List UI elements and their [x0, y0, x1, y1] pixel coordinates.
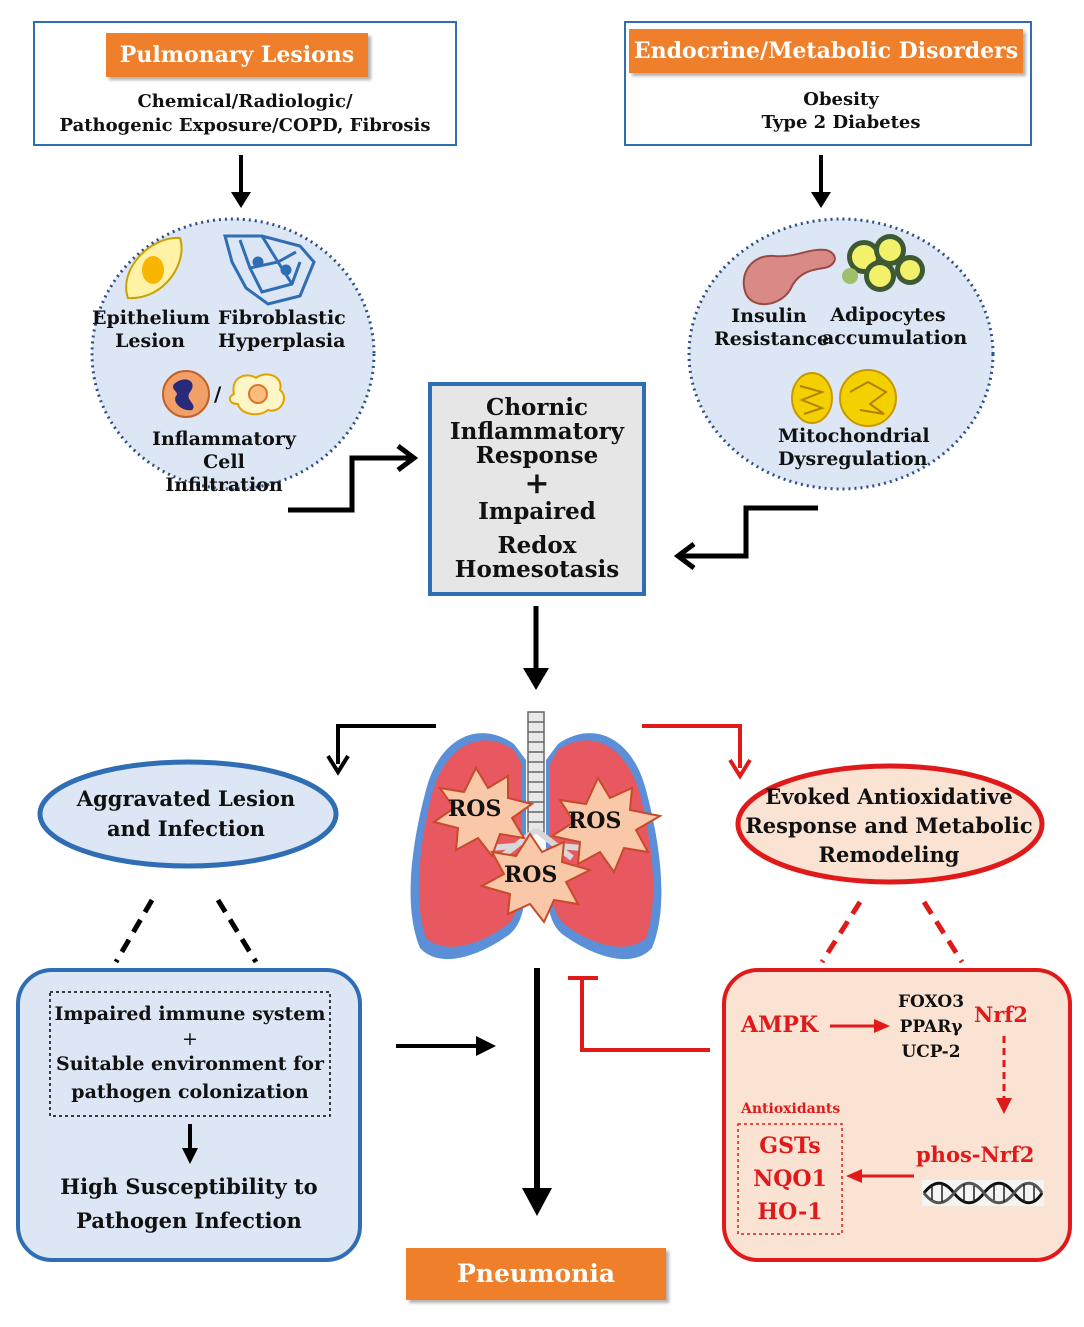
susceptibility-text: High Susceptibility to Pathogen Infectio…: [30, 1170, 348, 1238]
epithelium-label-1: Epithelium: [92, 307, 211, 329]
antioxidants-label: Antioxidants: [741, 1101, 841, 1117]
fibroblast-icon: [223, 234, 316, 306]
insulin-label-2: Resistance: [714, 328, 830, 350]
evoked-ellipse: [735, 763, 1045, 885]
nqo1-label: NQO1: [753, 1166, 827, 1192]
arrow-endocrine-down: [811, 155, 831, 208]
insulin-label-1: Insulin: [731, 305, 807, 327]
fibroblast-label-1: Fibroblastic: [218, 307, 346, 329]
center-line1: Chornic: [486, 394, 588, 421]
dna-helix-icon: [922, 1180, 1044, 1206]
endocrine-title: Endocrine/Metabolic Disorders: [629, 29, 1023, 73]
arrow-lung-to-pneumonia: [522, 968, 552, 1216]
neutrophil-icon: [162, 370, 210, 418]
nrf2-label: Nrf2: [974, 1002, 1028, 1027]
aggravated-ellipse: [37, 759, 339, 869]
arrow-lung-to-center: [288, 444, 419, 513]
mitochondria-icon: [791, 369, 897, 427]
center-box: Chornic Inflammatory Response + Impaired…: [428, 382, 646, 596]
center-line4: Impaired: [478, 498, 596, 525]
inflammatory-label-1: Inflammatory Cell: [152, 428, 296, 473]
dashed-link-right: [819, 900, 965, 964]
ucp2-label: UCP-2: [901, 1042, 961, 1062]
pparg-group: FOXO3 PPARγ UCP-2: [884, 990, 978, 1065]
immune-line3: pathogen colonization: [71, 1081, 309, 1103]
immune-plus: +: [182, 1028, 198, 1050]
center-plus: +: [524, 466, 550, 501]
ampk-label: AMPK: [741, 1012, 819, 1038]
ros-label-2: ROS: [568, 808, 622, 834]
arrow-immune-to-main: [396, 1036, 496, 1056]
ros-burst-1: [431, 765, 535, 859]
arrow-immune-to-susceptibility: [182, 1124, 198, 1164]
immune-line2: Suitable environment for: [56, 1053, 324, 1075]
center-line3: Response: [475, 442, 599, 469]
ros-burst-3: [479, 832, 593, 924]
center-line5: Redox: [497, 532, 577, 559]
inflammatory-label: Inflammatory Cell Infiltration: [128, 428, 320, 497]
susceptibility-line1: High Susceptibility to: [60, 1174, 318, 1199]
ros-label-1: ROS: [448, 796, 502, 822]
endocrine-line1: Obesity: [803, 89, 879, 110]
epithelium-cell-icon: [125, 236, 183, 300]
center-line2: Inflammatory: [449, 418, 625, 445]
pneumonia-label: Pneumonia: [406, 1248, 666, 1300]
aggravated-label: Aggravated Lesion and Infection: [46, 784, 326, 844]
ros-burst-2: [549, 775, 663, 875]
pulmonary-line2: Pathogenic Exposure/COPD, Fibrosis: [59, 115, 431, 136]
pulmonary-title: Pulmonary Lesions: [106, 33, 368, 77]
ho1-label: HO-1: [757, 1199, 823, 1225]
inflammatory-label-2: Infiltration: [165, 474, 283, 496]
pancreas-icon: [742, 248, 836, 305]
gsts-label: GSTs: [759, 1133, 821, 1159]
endocrine-line2: Type 2 Diabetes: [761, 112, 921, 133]
mito-label-1: Mitochondrial: [778, 425, 930, 447]
adipocytes-label-2: accumulation: [822, 327, 968, 349]
arrow-ampk-to-foxo3: [830, 1019, 890, 1033]
center-line6: Homesotasis: [454, 556, 620, 583]
arrow-metabolic-to-center: [673, 505, 818, 570]
evoked-line2: Response and Metabolic: [745, 813, 1033, 838]
aggravated-line2: and Infection: [106, 816, 266, 841]
fibroblast-label: Fibroblastic Hyperplasia: [218, 307, 346, 353]
arrow-lung-to-aggravated: [326, 724, 436, 776]
evoked-line3: Remodeling: [818, 842, 960, 867]
epithelium-label: Epithelium Lesion: [92, 307, 211, 353]
dashed-link-left: [113, 898, 259, 964]
insulin-label: Insulin Resistance: [714, 305, 830, 351]
arrow-center-to-lung: [523, 606, 549, 690]
fibroblast-label-2: Hyperplasia: [218, 330, 346, 352]
foxo3-label: FOXO3: [897, 992, 965, 1012]
arrow-phos-to-antioxidants: [846, 1169, 914, 1183]
inflammatory-slash: /: [214, 382, 222, 406]
aggravated-line1: Aggravated Lesion: [76, 786, 296, 811]
mito-label-2: Dysregulation: [778, 448, 928, 470]
macrophage-icon: [228, 373, 286, 416]
arrow-lung-to-evoked: [642, 724, 752, 780]
antioxidants-list: GSTs NQO1 HO-1: [738, 1130, 842, 1229]
evoked-label: Evoked Antioxidative Response and Metabo…: [744, 782, 1034, 869]
immune-box: [16, 968, 362, 1262]
epithelium-label-2: Lesion: [115, 330, 185, 352]
ros-label-3: ROS: [504, 862, 558, 888]
immune-inner-box: [49, 991, 331, 1117]
inhibition-line: [568, 976, 710, 1052]
arrow-pulmonary-down: [231, 155, 251, 208]
phos-nrf2-label: phos-Nrf2: [916, 1142, 1035, 1167]
adipocytes-label: Adipocytes accumulation: [822, 304, 968, 350]
mito-label: Mitochondrial Dysregulation: [778, 425, 930, 471]
pparg-label: PPARγ: [899, 1017, 963, 1037]
antioxidants-box: [737, 1123, 843, 1235]
susceptibility-line2: Pathogen Infection: [76, 1208, 302, 1233]
immune-text: Impaired immune system + Suitable enviro…: [50, 1000, 330, 1106]
adipocytes-icon: [842, 234, 925, 292]
adipocytes-label-1: Adipocytes: [830, 304, 946, 326]
pulmonary-line1: Chemical/Radiologic/: [137, 91, 353, 112]
evoked-line1: Evoked Antioxidative: [765, 784, 1013, 809]
arrow-nrf2-to-phos: [996, 1036, 1012, 1114]
immune-line1: Impaired immune system: [54, 1003, 326, 1025]
